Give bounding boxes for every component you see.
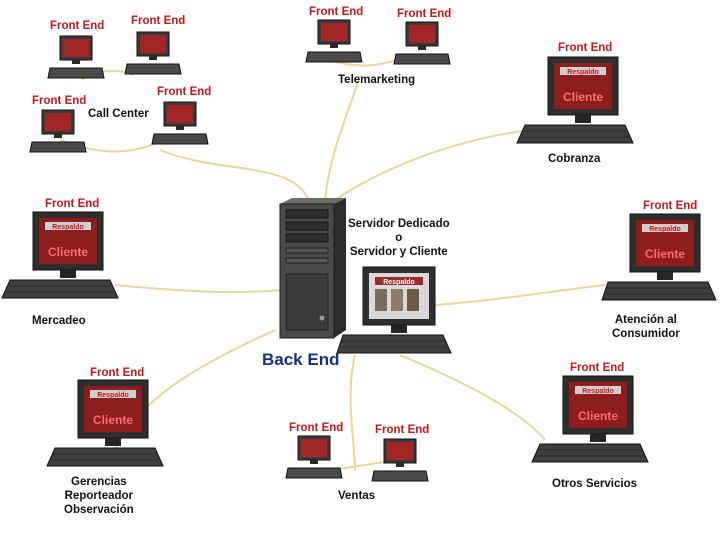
call-center-label: Call Center [88, 108, 149, 120]
mercadeo-label: Mercadeo [32, 315, 86, 327]
front-end-label: Front End [157, 86, 212, 98]
screen-logo: Respaldo [383, 279, 415, 286]
screen-text: Cliente [93, 413, 133, 427]
atencion-label: Atención al Consumidor [612, 314, 680, 340]
wire-cobranza [334, 129, 531, 201]
computer-icon [124, 31, 182, 75]
front-end-label: Front End [375, 424, 430, 436]
wire-telemarketing [324, 74, 361, 201]
screen-text: Cliente [48, 245, 88, 259]
front-end-label: Front End [643, 200, 698, 212]
wire-call-center [159, 149, 311, 206]
wire-ventas [349, 354, 356, 471]
gerencias-label: Gerencias Reporteador Observación [64, 476, 134, 516]
screen-text: Cliente [578, 409, 618, 423]
computer-icon: Respaldo Cliente [46, 379, 164, 467]
screen-logo: Respaldo [567, 69, 599, 76]
computer-icon [371, 438, 429, 482]
ventas-label: Ventas [338, 490, 376, 502]
screen-logo: Respaldo [52, 224, 84, 231]
back-end-label: Back End [262, 350, 340, 369]
screen-logo: Respaldo [97, 392, 129, 399]
server-tower-icon [279, 198, 346, 339]
computer-icon [285, 435, 343, 479]
front-end-label: Front End [570, 362, 625, 374]
computer-icon: Respaldo Cliente [516, 56, 634, 144]
front-end-label: Front End [90, 367, 145, 379]
computer-icon: Respaldo Cliente [1, 211, 119, 299]
server-client-computer-icon: Respaldo [336, 266, 452, 354]
computer-icon [393, 21, 451, 65]
computer-icon: Respaldo Cliente [601, 213, 717, 301]
computer-icon [305, 19, 363, 63]
wire-otros [399, 354, 546, 441]
wire-mercadeo [114, 284, 281, 294]
server-title: Servidor Dedicado o Servidor y Cliente [348, 218, 450, 258]
front-end-label: Front End [45, 198, 100, 210]
front-end-label: Front End [50, 20, 105, 32]
front-end-label: Front End [309, 6, 364, 18]
front-end-label: Front End [558, 42, 613, 54]
computer-icon [29, 109, 87, 153]
computer-icon [47, 35, 105, 79]
front-end-label: Front End [131, 15, 186, 27]
computer-icon [151, 101, 209, 145]
otros-servicios-label: Otros Servicios [552, 478, 638, 490]
screen-logo: Respaldo [582, 388, 614, 395]
screen-text: Cliente [645, 247, 685, 261]
cobranza-label: Cobranza [548, 153, 601, 165]
screen-text: Cliente [563, 90, 603, 104]
telemarketing-label: Telemarketing [338, 74, 416, 86]
wire-atencion [434, 284, 606, 306]
screen-logo: Respaldo [649, 226, 681, 233]
front-end-label: Front End [397, 8, 452, 20]
front-end-label: Front End [32, 95, 87, 107]
computer-icon: Respaldo Cliente [531, 375, 649, 463]
front-end-label: Front End [289, 422, 344, 434]
